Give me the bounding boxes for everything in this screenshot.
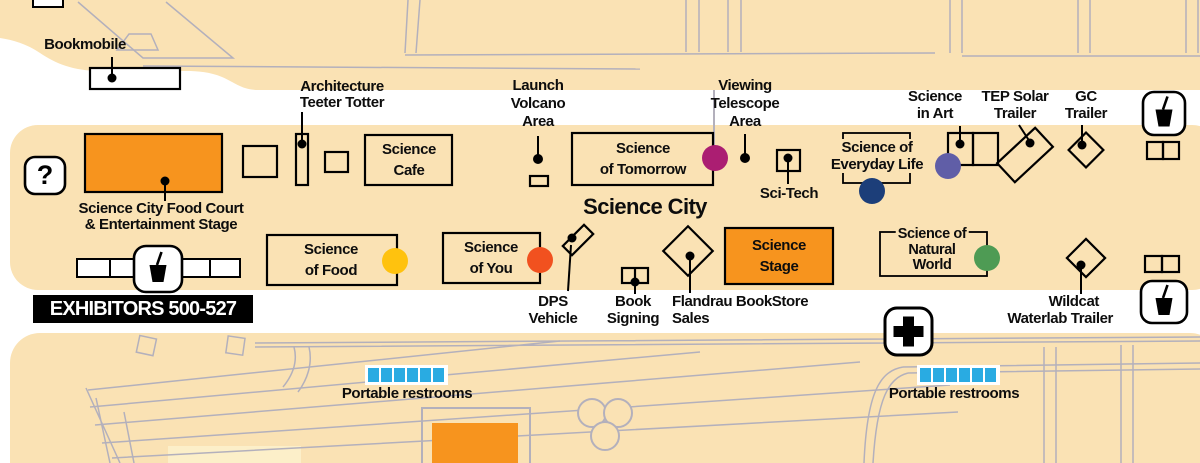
science-in-art-booth [971, 131, 1000, 167]
flandrau-bookstore-marker [661, 224, 715, 278]
label-dps-vehicle: DPS Vehicle [528, 293, 578, 327]
science-cafe-box [363, 133, 454, 187]
volcano-marker [528, 174, 550, 188]
bottom-orange-building [432, 423, 518, 463]
booth-square [1160, 254, 1181, 274]
label-bookmobile: Bookmobile [44, 36, 126, 53]
label-sci-tech: Sci-Tech [759, 185, 819, 202]
label-tep-solar-trailer: TEP Solar Trailer [981, 88, 1049, 122]
label-portable-restrooms-right: Portable restrooms [888, 385, 1020, 402]
science-of-natural-world-dot [974, 245, 1000, 271]
exhibitors-banner: EXHIBITORS 500-527 [33, 295, 253, 323]
drink-icon [132, 244, 184, 294]
top-edge-booth [32, 0, 64, 8]
label-science-in-art: Science in Art [908, 88, 962, 122]
map-roads [77, 0, 1200, 463]
label-viewing-telescope-area: Viewing Telescope Area [710, 77, 780, 130]
label-launch-volcano-area: Launch Volcano Area [510, 77, 566, 130]
wildcat-waterlab-marker [1065, 237, 1107, 279]
label-flandrau-bookstore: Flandrau BookStore Sales [672, 293, 809, 327]
label-science-stage: Science Stage [752, 237, 806, 275]
info-icon [23, 155, 67, 196]
first-aid-icon [883, 306, 934, 357]
label-gc-trailer: GC Trailer [1064, 88, 1108, 122]
science-of-tomorrow-dot [702, 145, 728, 171]
leader-dots [107, 73, 1087, 287]
label-science-cafe: Science Cafe [382, 141, 436, 179]
label-science-of-tomorrow: Science of Tomorrow [599, 140, 687, 178]
question-mark-glyph: ? [36, 160, 54, 190]
label-architecture-teeter-totter: Architecture Teeter Totter [299, 78, 385, 111]
restrooms-marker-left [365, 365, 448, 385]
orange-areas [83, 132, 835, 463]
booth-square [241, 144, 279, 179]
science-in-art-dot [935, 153, 961, 179]
booth-square [323, 150, 350, 174]
map-title: Science City [583, 194, 707, 219]
booth-square [1161, 140, 1181, 161]
drink-icon [1139, 279, 1189, 325]
food-court-area [83, 132, 224, 194]
science-stage-area [723, 226, 835, 286]
label-science-of-natural-world: Science of Natural World [895, 226, 969, 274]
tep-solar-trailer-marker [995, 126, 1055, 184]
science-of-everyday-life-dot [859, 178, 885, 204]
label-portable-restrooms-left: Portable restrooms [341, 385, 473, 402]
label-food-court: Science City Food Court & Entertainment … [78, 200, 244, 233]
gc-trailer-marker [1067, 131, 1105, 169]
label-science-of-you: Science of You [464, 239, 518, 277]
restrooms-marker-right [917, 365, 1000, 385]
label-science-of-food: Science of Food [304, 241, 358, 279]
drink-icon [1141, 90, 1187, 137]
label-science-of-everyday-life: Science of Everyday Life [828, 139, 926, 173]
science-of-food-dot [382, 248, 408, 274]
science-of-you-dot [527, 247, 553, 273]
label-book-signing: Book Signing [606, 293, 660, 327]
label-wildcat-waterlab: Wildcat Waterlab Trailer [1007, 293, 1113, 327]
bookmobile-marker [88, 66, 182, 91]
